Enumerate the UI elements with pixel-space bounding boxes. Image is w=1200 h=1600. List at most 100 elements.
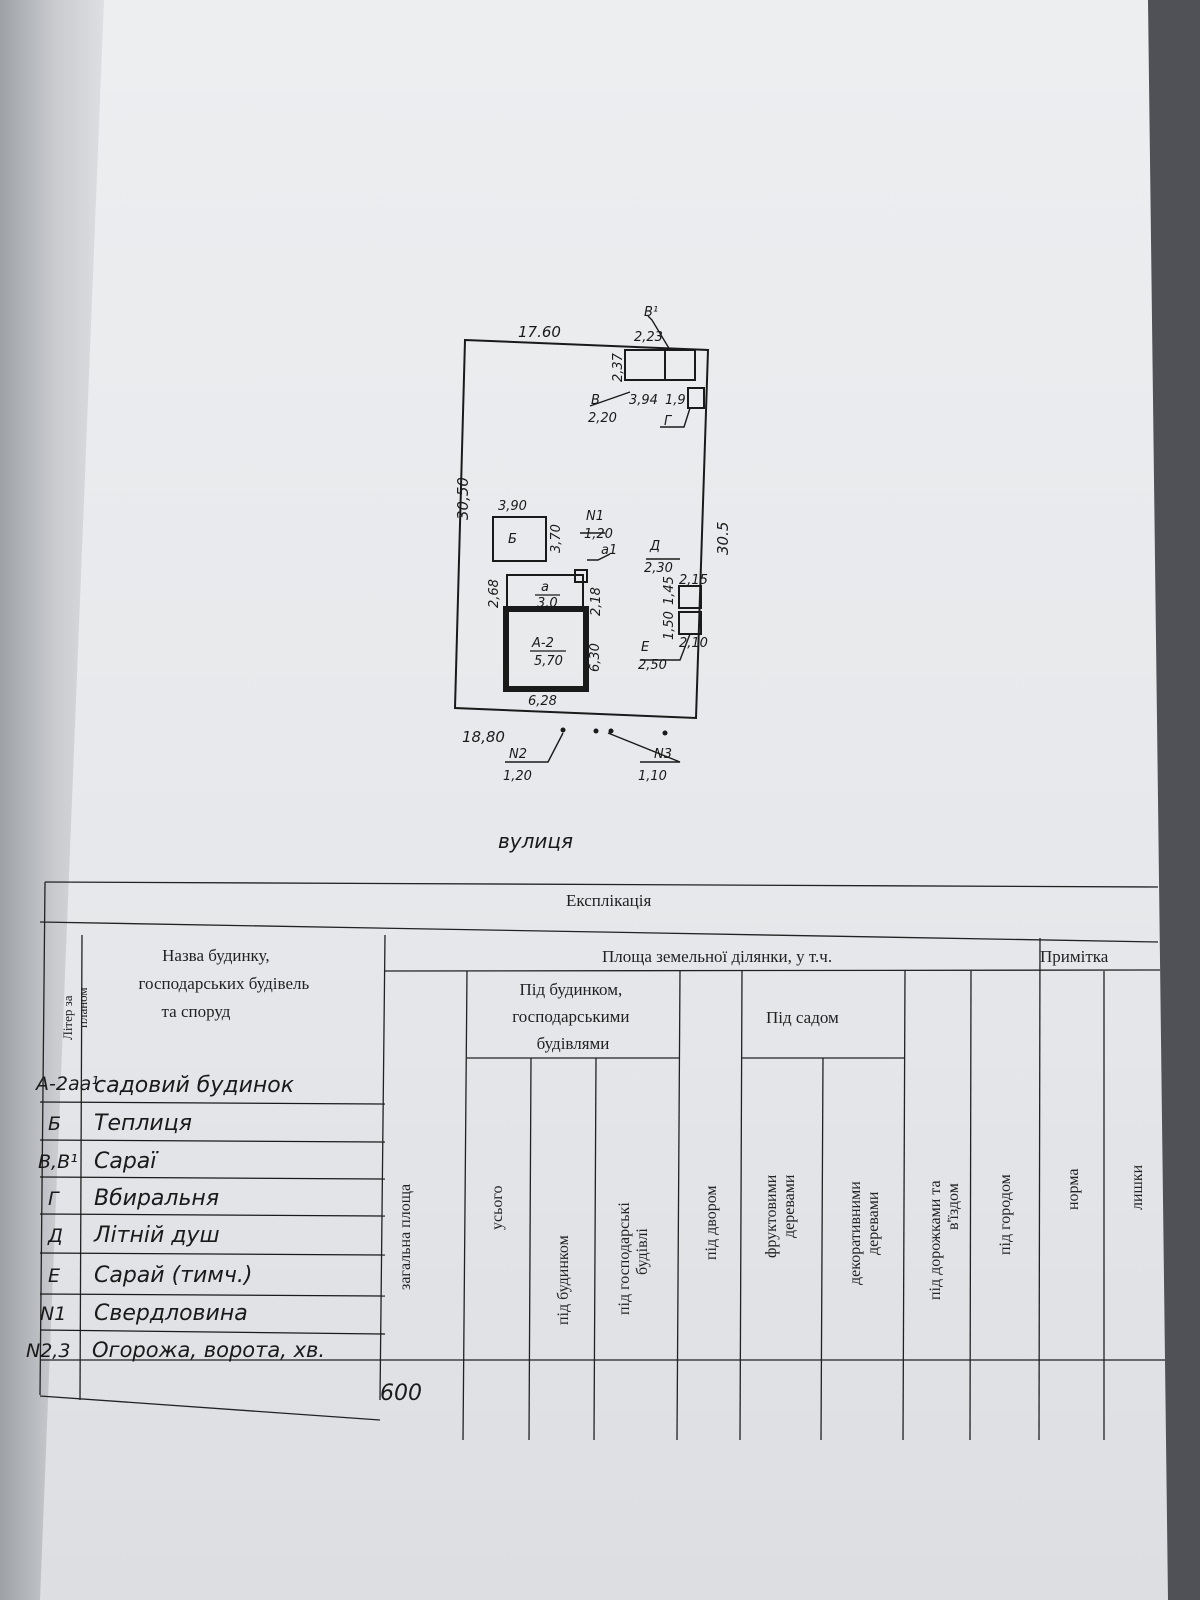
- data-bottom-rule: [39, 1395, 381, 1421]
- right-length-label: 30.5: [714, 522, 732, 555]
- col-rule: [820, 1057, 824, 1441]
- e-letter: Е: [641, 640, 650, 655]
- v1-dim: 2,23: [634, 330, 663, 345]
- e-dim-h: 1,50: [662, 611, 677, 640]
- a-dim-h: 2,68: [487, 579, 502, 608]
- col-decor-header: декоративними деревами: [847, 1177, 882, 1285]
- row-name: Теплиця: [94, 1111, 192, 1136]
- leader-n3: [607, 732, 681, 763]
- leader-a1: [587, 553, 611, 561]
- n1-dim: 1,20: [584, 527, 613, 542]
- n2-letter: N2: [509, 747, 527, 762]
- d-dim: 2,30: [644, 561, 673, 576]
- g-letter: Г: [664, 414, 673, 429]
- col-name-header: Назва будинку, господарських будівель та…: [139, 946, 314, 1021]
- col-rule: [739, 970, 743, 1441]
- col-norm-header: норма: [1065, 1169, 1082, 1210]
- v1-letter: В¹: [644, 305, 658, 320]
- col-paths-header: під дорожками та в'їздом: [927, 1176, 962, 1300]
- gate-mark: [593, 728, 599, 734]
- e-dim2: 2,10: [679, 636, 708, 651]
- left-length-label: 30,50: [454, 477, 472, 520]
- a1-letter: а1: [601, 543, 617, 558]
- v-letter: В: [591, 393, 600, 408]
- leader-g: [660, 407, 691, 428]
- shed-e: [678, 611, 702, 635]
- n3-letter: N3: [654, 747, 672, 762]
- house-a2: [503, 606, 589, 692]
- col-area-header: Площа земельної ділянки, у т.ч.: [602, 947, 832, 966]
- row-litera: В,В¹: [38, 1151, 78, 1173]
- shed-v1: [664, 349, 696, 381]
- col-rule: [676, 970, 681, 1441]
- row-litera: А-2аа¹: [34, 1073, 99, 1095]
- col-rule: [902, 970, 906, 1441]
- row-litera: Б: [48, 1113, 61, 1135]
- row-rule: [39, 1329, 386, 1335]
- table-rows: А-2аа¹ садовий будинок Б Теплиця В,В¹ Са…: [26, 1073, 422, 1406]
- table-title: Експлікація: [566, 891, 651, 910]
- col-house-header: під будинком: [555, 1235, 572, 1325]
- row-litera: Г: [48, 1188, 60, 1210]
- col-extra-header: лишки: [1129, 1164, 1146, 1210]
- greenhouse-b: [492, 516, 547, 562]
- gate-mark: [608, 728, 614, 734]
- col-vegetable-header: під городом: [997, 1174, 1014, 1255]
- row-rule: [39, 1213, 386, 1217]
- top-width-label: 17.60: [518, 323, 561, 341]
- d-dim2: 2,15: [679, 573, 708, 588]
- col-fruit-header: фруктовими деревами: [763, 1171, 798, 1258]
- leader-e: [640, 633, 691, 661]
- main-dim-w: 6,28: [528, 694, 557, 709]
- street-label: вулиця: [498, 829, 573, 853]
- group-garden-header: Під садом: [766, 1008, 839, 1027]
- main-letter: А-2: [531, 636, 554, 651]
- row-rule: [39, 1101, 386, 1105]
- row-name: садовий будинок: [94, 1073, 295, 1098]
- a-letter: а: [541, 580, 549, 595]
- b-dim-w: 3,90: [498, 499, 527, 514]
- row-litera: Д: [47, 1225, 63, 1247]
- col-rule: [379, 934, 386, 1401]
- v-dim: 2,20: [588, 411, 617, 426]
- row-litera: N2,3: [26, 1340, 70, 1362]
- shed-v: [624, 349, 696, 381]
- row-rule: [39, 1176, 386, 1180]
- row-name: Огорожа, ворота, хв.: [92, 1338, 325, 1362]
- explication-table: [39, 881, 1165, 1441]
- row-litera: N1: [40, 1303, 66, 1325]
- title-underline: [39, 921, 1159, 943]
- table-left-border: [39, 881, 46, 1396]
- plot-boundary: [453, 338, 710, 720]
- row-name: Свердловина: [94, 1301, 248, 1326]
- row-name: Літній душ: [93, 1223, 220, 1248]
- n2-dim: 1,20: [503, 769, 532, 784]
- row-name: Вбиральня: [94, 1186, 219, 1211]
- site-plan: 17.60 18,80 30,50 30.5 вулиця В¹ 2,23 2,…: [453, 305, 732, 853]
- main-dim-h: 6,30: [588, 643, 603, 672]
- row-name: Сарай (тимч.): [94, 1263, 252, 1288]
- n1-letter: N1: [586, 509, 604, 524]
- row-rule: [39, 1252, 386, 1256]
- col-rule: [969, 970, 972, 1441]
- main-dim: 5,70: [534, 654, 563, 669]
- group-buildings-header: Під будинком, господарськими будівлями: [512, 980, 634, 1053]
- d-letter: Д: [649, 539, 660, 554]
- e-dim: 2,50: [638, 658, 667, 673]
- table-top-border: [44, 881, 1159, 888]
- col-rule: [1038, 937, 1041, 1441]
- gate-mark: [662, 730, 668, 736]
- col-outbuild-header: під господарські будівлі: [616, 1198, 651, 1315]
- col-rule: [79, 934, 83, 1401]
- col-rule: [462, 970, 468, 1441]
- col-total-header: загальна площа: [397, 1184, 414, 1290]
- col-note-header: Примітка: [1040, 947, 1109, 966]
- porch-a1: [574, 569, 588, 583]
- row-name: Сараї: [94, 1149, 159, 1174]
- shower-d: [678, 585, 702, 609]
- leader-v1: [647, 315, 671, 351]
- col-rule: [528, 1057, 532, 1441]
- row-litera: Е: [48, 1265, 60, 1287]
- v-len: 3,94: [629, 393, 658, 408]
